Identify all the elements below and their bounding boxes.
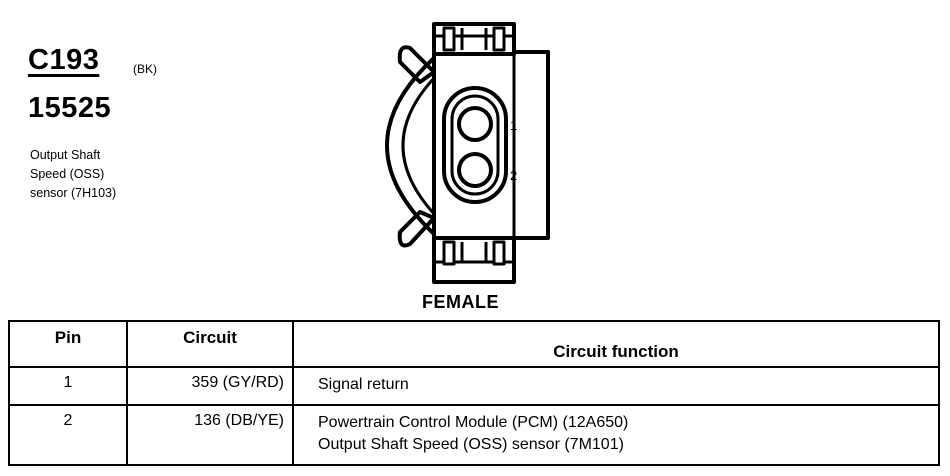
- locking-tab-bottom: [397, 210, 436, 248]
- function-line: Output Shaft Speed (OSS) sensor (7M101): [318, 436, 624, 453]
- pin-2-terminal: [457, 152, 493, 188]
- pinout-table: Pin Circuit Circuit function 1 359 (GY/R…: [8, 320, 940, 466]
- cell-pin: 2: [8, 404, 128, 466]
- description-line: sensor (7H103): [30, 186, 117, 200]
- connector-id: C193: [28, 44, 100, 76]
- cell-circuit-function: Signal return: [292, 366, 940, 406]
- cell-pin: 1: [8, 366, 128, 406]
- connector-face-drawing: [385, 22, 550, 284]
- connector-color-code: (BK): [133, 62, 157, 76]
- table-row: 2 136 (DB/YE) Powertrain Control Module …: [8, 404, 940, 466]
- housing-curve-inner: [401, 74, 438, 218]
- pin-1-label: 1: [510, 118, 518, 133]
- pin-1-terminal: [457, 106, 493, 142]
- cell-circuit: 136 (DB/YE): [126, 404, 294, 466]
- function-line: Powertrain Control Module (PCM) (12A650): [318, 414, 629, 431]
- description-line: Speed (OSS): [30, 167, 105, 181]
- function-line: Signal return: [318, 376, 409, 393]
- description-line: Output Shaft: [30, 148, 101, 162]
- cell-circuit: 359 (GY/RD): [126, 366, 294, 406]
- header-pin: Pin: [8, 320, 128, 368]
- pin-2-label: 2: [510, 168, 518, 183]
- table-header-row: Pin Circuit Circuit function: [8, 320, 940, 368]
- locking-tab-top: [397, 45, 436, 84]
- cell-circuit-function: Powertrain Control Module (PCM) (12A650)…: [292, 404, 940, 466]
- connector-part-number: 15525: [28, 92, 112, 124]
- housing-curve-outer: [385, 56, 436, 236]
- connector-description: Output Shaft Speed (OSS) sensor (7H103): [30, 146, 116, 203]
- table-row: 1 359 (GY/RD) Signal return: [8, 366, 940, 406]
- connector-gender-label: FEMALE: [422, 292, 499, 312]
- header-circuit: Circuit: [126, 320, 294, 368]
- header-circuit-function: Circuit function: [292, 320, 940, 368]
